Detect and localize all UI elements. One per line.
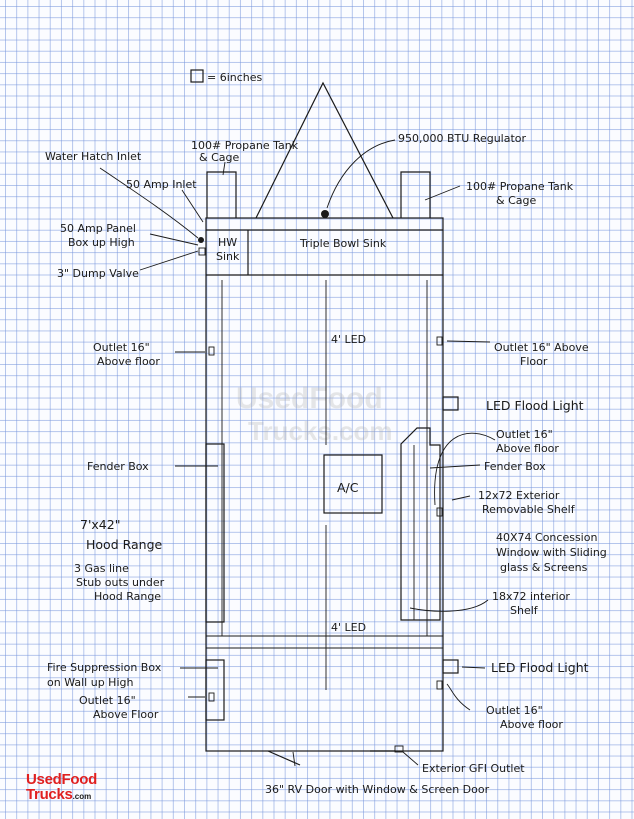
label-window-2: Window with Sliding [496,546,607,559]
label-int-shelf: 18x72 interior [492,590,570,603]
label-ac: A/C [337,480,359,495]
door-swing [267,750,301,766]
fire-suppression-box [205,659,225,721]
label-triple-sink: Triple Bowl Sink [299,237,387,250]
leader-lines [99,139,496,767]
label-dump-valve: 3" Dump Valve [57,267,139,280]
label-led-bottom: 4' LED [331,621,366,634]
label-hood-range: Hood Range [86,537,163,552]
label-hood-size: 7'x42" [80,517,120,532]
label-fire: Fire Suppression Box [47,661,162,674]
label-outlet-mid-2: Above floor [496,442,559,455]
label-int-shelf-2: Shelf [510,604,539,617]
label-gas-2: Stub outs under [76,576,165,589]
label-flood-bottom: LED Flood Light [491,660,589,675]
gfi-outlet-icon [394,745,404,753]
label-fender-right: Fender Box [484,460,546,473]
label-panel: 50 Amp Panel [60,222,136,235]
label-led-top: 4' LED [331,333,366,346]
outlet-icon [436,507,443,517]
scale-square-icon [190,69,204,83]
label-propane-left: 100# Propane Tank [191,139,299,152]
label-water-hatch: Water Hatch Inlet [45,150,142,163]
label-hw-sink: HW [218,236,237,249]
propane-cage-left [206,171,237,218]
label-propane-right-2: & Cage [496,194,536,207]
label-window-3: glass & Screens [500,561,588,574]
label-outlet-left: Outlet 16" [93,341,150,354]
label-outlet-bottom-left: Outlet 16" [79,694,136,707]
label-amp-inlet: 50 Amp Inlet [126,178,197,191]
label-outlet-right-2: Floor [520,355,548,368]
label-flood-top: LED Flood Light [486,398,584,413]
label-outlet-mid: Outlet 16" [496,428,553,441]
ac-unit [323,454,383,514]
flood-light-icon [442,396,459,411]
watermark-line-2: Trucks.com [248,416,393,446]
panel-box-icon [198,247,206,256]
watermark-line-1: UsedFood [236,382,383,415]
label-gas: 3 Gas line [74,562,129,575]
label-outlet-bottom-left-2: Above Floor [93,708,159,721]
logo-line-3: .com [72,792,92,801]
hitch-triangle [255,81,394,219]
logo-line-1: UsedFood [26,771,97,788]
label-window: 40X74 Concession [496,531,597,544]
label-panel-2: Box up High [68,236,135,249]
label-gfi: Exterior GFI Outlet [422,762,525,775]
logo-line-2: Trucks [26,786,73,803]
label-hw-sink-2: Sink [216,250,240,263]
outlet-icon [208,346,215,356]
label-propane-left-2: & Cage [199,151,239,164]
dump-valve-icon [198,237,204,243]
label-fender-left: Fender Box [87,460,149,473]
label-door: 36" RV Door with Window & Screen Door [265,783,490,796]
label-ext-shelf: 12x72 Exterior [478,489,560,502]
fender-box-right [400,427,441,621]
outlet-icon [436,680,443,690]
hood-range [205,443,225,623]
usedfoodtrucks-logo: UsedFood Trucks.com [26,772,97,803]
label-propane-right: 100# Propane Tank [466,180,574,193]
label-outlet-right: Outlet 16" Above [494,341,589,354]
flood-light-icon [442,659,459,674]
propane-cage-right [400,171,431,218]
label-gas-3: Hood Range [94,590,161,603]
label-fire-2: on Wall up High [47,676,133,689]
label-outlet-bottom-right-2: Above floor [500,718,563,731]
label-outlet-left-2: Above floor [97,355,160,368]
label-outlet-bottom-right: Outlet 16" [486,704,543,717]
outlet-icon [208,692,215,702]
regulator-dot [321,210,329,218]
label-regulator: 950,000 BTU Regulator [398,132,527,145]
scale-note: = 6inches [207,71,263,84]
label-ext-shelf-2: Removable Shelf [482,503,576,516]
outlet-icon [436,336,443,346]
